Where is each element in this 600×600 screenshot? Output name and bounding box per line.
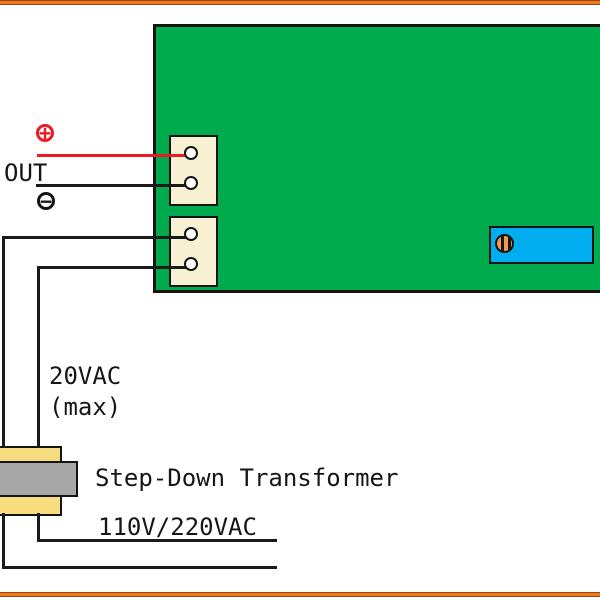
plus-circle-icon: + — [36, 121, 54, 145]
screw-slot-bar — [508, 236, 511, 251]
minus-sign: − — [39, 189, 53, 213]
minus-circle-icon: − — [37, 189, 55, 213]
top-border — [0, 0, 600, 5]
wire-out-positive — [37, 154, 194, 157]
wire-secondary-2-vertical — [37, 266, 40, 448]
wire-primary-1-horizontal — [37, 539, 277, 542]
transformer-label: Step-Down Transformer — [95, 464, 399, 492]
bottom-border — [0, 592, 600, 597]
screw-slot-icon — [495, 234, 514, 253]
wire-primary-2-vertical — [2, 513, 5, 569]
screw-slot-bar — [501, 236, 504, 251]
pin-out-negative — [184, 176, 198, 190]
pin-ac-input-1 — [184, 227, 198, 241]
wire-secondary-2-horizontal — [37, 266, 194, 269]
secondary-max-label: (max) — [49, 393, 122, 421]
pin-ac-input-2 — [184, 257, 198, 271]
pin-out-positive — [184, 146, 198, 160]
out-label: OUT — [4, 159, 48, 187]
wire-out-negative — [36, 184, 194, 187]
plus-sign: + — [38, 121, 52, 145]
primary-voltage-label: 110V/220VAC — [98, 513, 257, 541]
wire-secondary-1-vertical — [2, 236, 5, 448]
secondary-voltage-label: 20VAC — [49, 362, 122, 390]
wire-primary-1-vertical — [37, 513, 40, 542]
wire-primary-2-horizontal — [2, 566, 277, 569]
transformer-core — [0, 461, 78, 497]
wire-secondary-1-horizontal — [2, 236, 194, 239]
